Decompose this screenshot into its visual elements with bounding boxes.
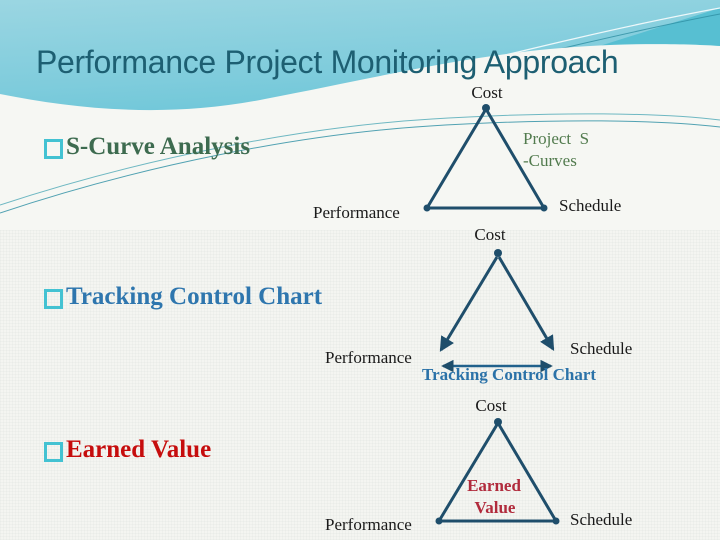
bullet-item-earned-value: Earned Value xyxy=(44,436,211,464)
triangle-1 xyxy=(423,104,548,212)
tracking-control-chart-annotation: Tracking Control Chart xyxy=(422,365,597,384)
bullet-item-s-curve-analysis: S-Curve Analysis xyxy=(44,133,250,161)
bullet-label: Earned Value xyxy=(66,436,212,463)
earned-value-annotation-line2: Value xyxy=(474,498,516,517)
bullet-square-icon xyxy=(44,139,63,159)
earned-value-annotation-line1: Earned xyxy=(467,476,521,495)
bullet-label: Tracking Control Chart xyxy=(66,283,323,310)
bullet-square-icon xyxy=(44,289,63,309)
triangle-2 xyxy=(439,249,555,373)
cost-label-1: Cost xyxy=(471,83,503,102)
s-curves-annotation-line2: -Curves xyxy=(523,151,577,170)
s-curves-annotation-line1: Project S xyxy=(523,129,590,148)
cost-label-2: Cost xyxy=(474,225,506,244)
triangle-3 xyxy=(435,418,560,525)
schedule-label-3: Schedule xyxy=(570,510,633,529)
bullet-square-icon xyxy=(44,442,63,462)
bullet-item-tracking-control-chart: Tracking Control Chart xyxy=(44,283,322,311)
header-wave-decoration xyxy=(0,0,720,230)
page-title: Performance Project Monitoring Approach xyxy=(36,44,619,80)
schedule-label-2: Schedule xyxy=(570,339,633,358)
bullet-label: S-Curve Analysis xyxy=(66,133,251,160)
schedule-label-1: Schedule xyxy=(559,196,622,215)
performance-label-2: Performance xyxy=(325,348,412,367)
cost-label-3: Cost xyxy=(475,396,507,415)
performance-label-3: Performance xyxy=(325,515,412,534)
performance-label-1: Performance xyxy=(313,203,400,222)
